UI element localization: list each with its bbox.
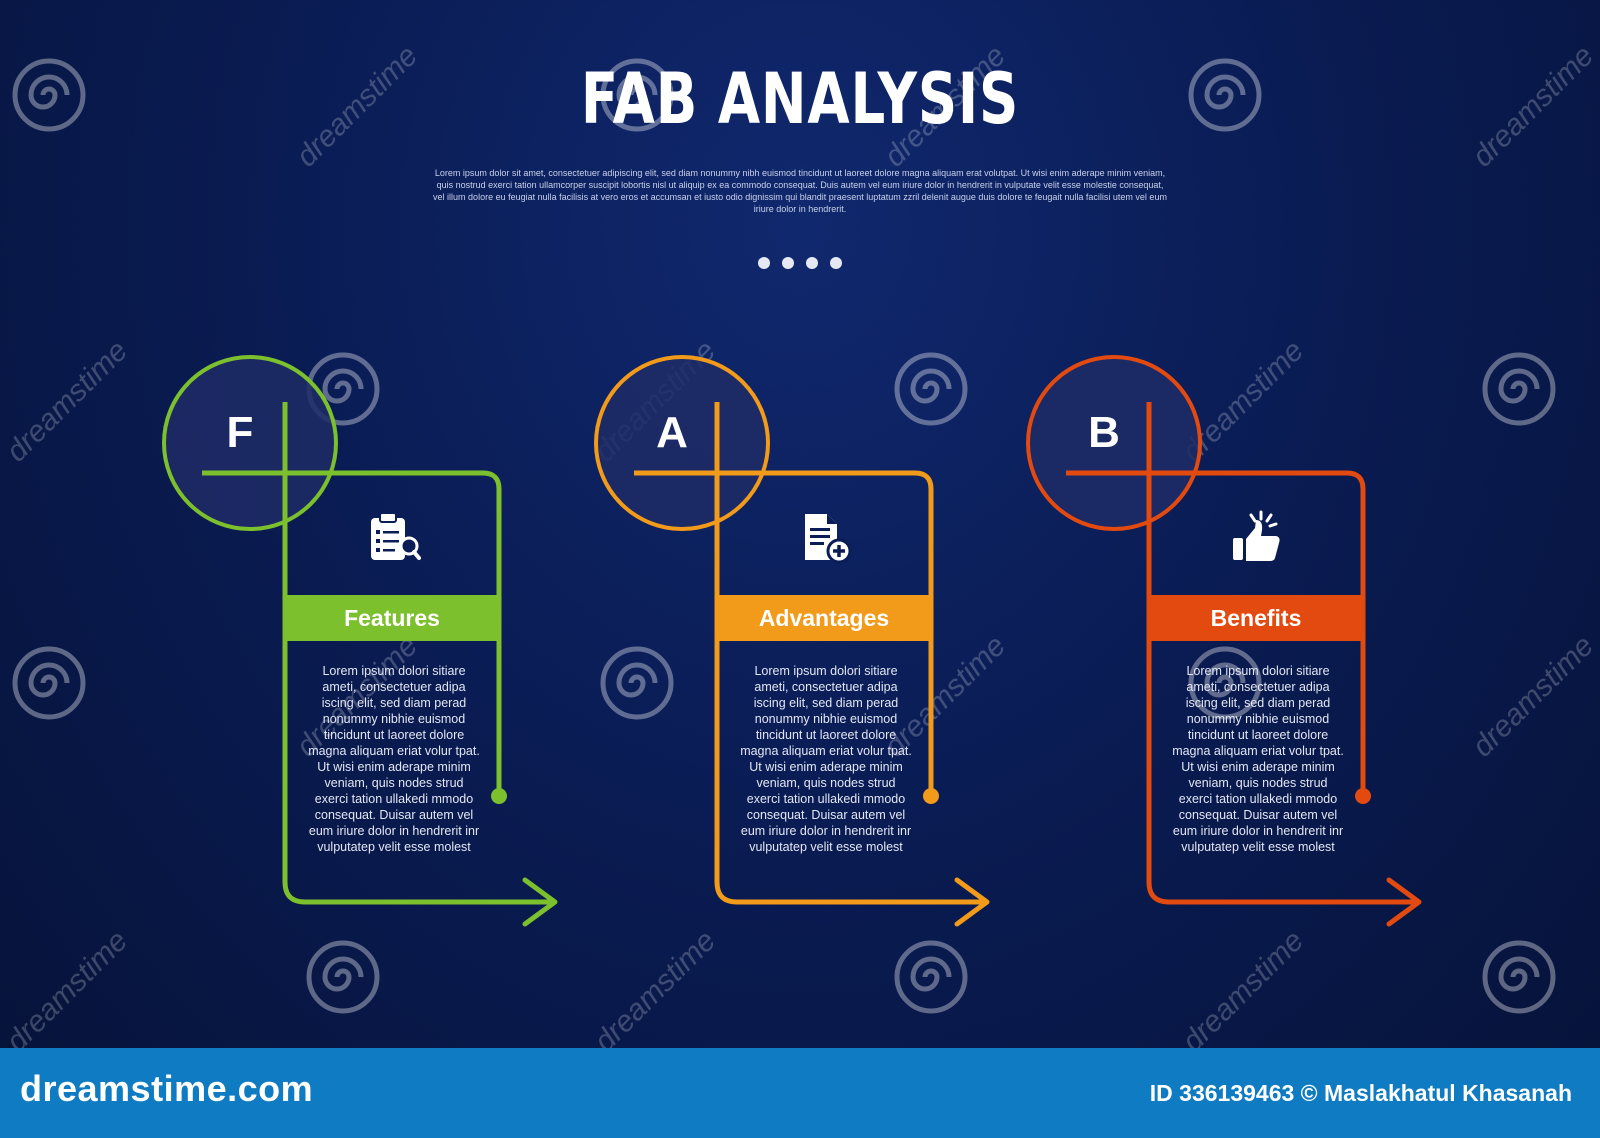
box-outline <box>1146 470 1417 905</box>
item-label: Benefits <box>1149 595 1363 641</box>
end-dot <box>1355 788 1371 804</box>
dot <box>758 257 770 269</box>
spiral-logo-icon <box>600 58 674 132</box>
arrow-head <box>954 877 990 927</box>
item-frame <box>594 355 990 927</box>
end-dot <box>923 788 939 804</box>
letter-circle <box>594 355 770 531</box>
watermark-text: dreamstime <box>1466 629 1600 764</box>
spiral-logo-icon <box>12 58 86 132</box>
spiral-logo-icon <box>12 646 86 720</box>
infographic-canvas: dreamstime dreamstime dreamstime dreamst… <box>0 39 1600 1014</box>
item-letter: A <box>656 408 688 457</box>
watermark-text: dreamstime <box>0 924 135 1059</box>
item-label: Features <box>285 595 499 641</box>
item-letter: F <box>226 408 254 457</box>
item-letter: B <box>1088 408 1120 457</box>
thumbs-up-icon <box>1233 510 1280 561</box>
box-outline <box>282 470 553 905</box>
spiral-logo-icon <box>1482 940 1556 1014</box>
dot <box>782 257 794 269</box>
dot <box>830 257 842 269</box>
spiral-logo-icon <box>306 940 380 1014</box>
arrow-head <box>522 877 558 927</box>
watermark-text: dreamstime <box>0 334 135 469</box>
end-dot <box>491 788 507 804</box>
item-label: Advantages <box>717 595 931 641</box>
spiral-logo-icon <box>600 646 674 720</box>
document-add-icon <box>805 514 852 564</box>
arrow-head <box>1386 877 1422 927</box>
spiral-logo-icon <box>1188 646 1262 720</box>
item-description: Lorem ipsum dolori sitiare ameti, consec… <box>740 664 912 854</box>
spiral-logo-icon <box>894 940 968 1014</box>
page-subtitle: Lorem ipsum dolor sit amet, consectetuer… <box>433 168 1167 214</box>
spiral-logo-icon <box>894 352 968 426</box>
footer-logo: dreamstime.com <box>20 1068 314 1109</box>
page-title: FAB ANALYSIS <box>580 58 1020 140</box>
item-frame <box>1026 355 1422 927</box>
fab-item-advantages: A Advantages Lorem ipsum dolori sitiare … <box>594 355 1027 958</box>
item-description: Lorem ipsum dolori sitiare ameti, consec… <box>1172 664 1344 854</box>
letter-circle <box>1026 355 1202 531</box>
item-frame <box>162 355 558 927</box>
fab-item-features: F Features Lorem ipsum dolori sitiare am… <box>162 355 595 958</box>
clipboard-search-icon <box>371 512 421 560</box>
spiral-logo-icon <box>1188 58 1262 132</box>
item-description: Lorem ipsum dolori sitiare ameti, consec… <box>308 664 480 854</box>
dot <box>806 257 818 269</box>
watermark-text: dreamstime <box>1466 39 1600 174</box>
footer-credit: ID 336139463 © Maslakhatul Khasanah <box>1149 1080 1572 1106</box>
pagination-dots <box>0 256 1600 274</box>
footer-bar: dreamstime.com ID 336139463 © Maslakhatu… <box>0 1048 1600 1138</box>
box-outline <box>714 470 985 905</box>
spiral-logo-icon <box>1482 352 1556 426</box>
letter-circle <box>162 355 338 531</box>
fab-item-benefits: B Benefits Lorem ipsum dolori sitiare am… <box>1026 355 1459 958</box>
